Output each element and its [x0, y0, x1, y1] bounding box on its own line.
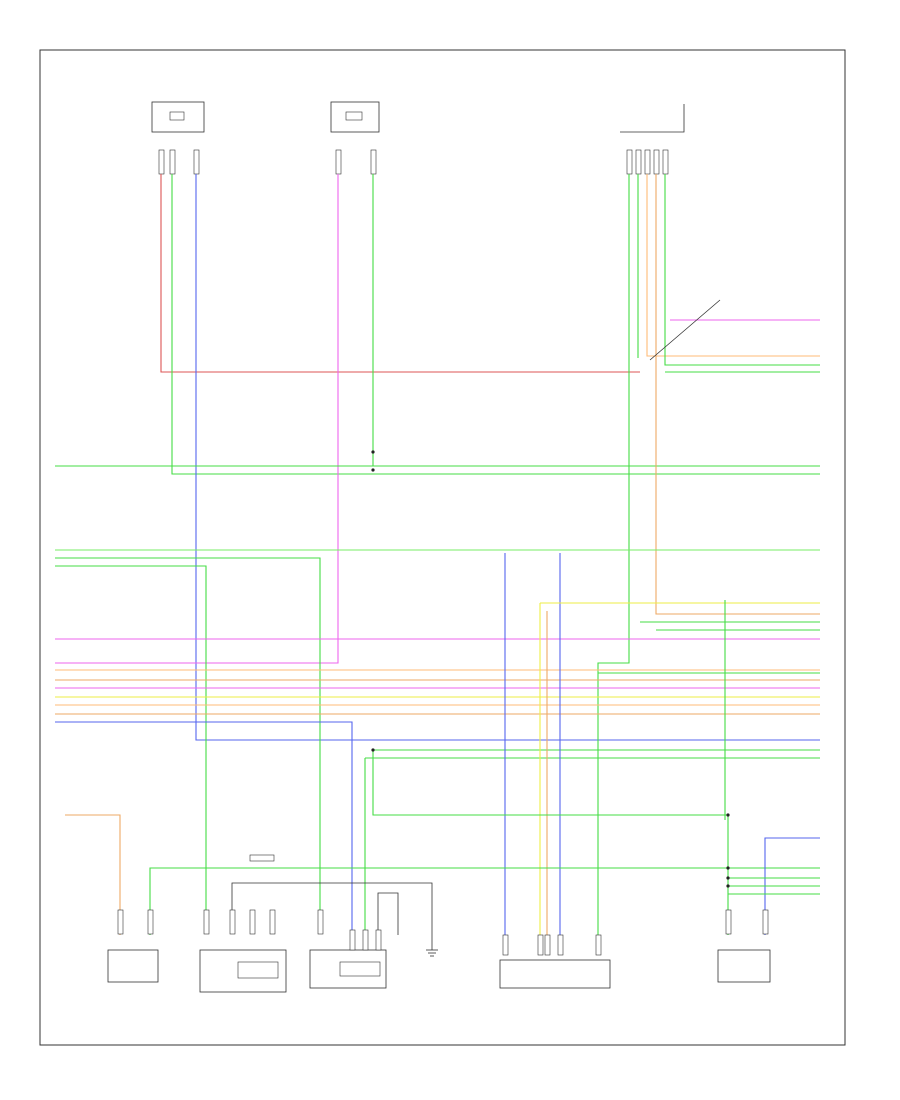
wire [171, 174, 820, 475]
component-bottom-3 [309, 949, 387, 989]
pin [169, 149, 176, 175]
component-top-mid [330, 101, 380, 133]
pin [117, 909, 124, 935]
pin [725, 909, 732, 935]
pin [662, 149, 669, 175]
splice-dot [726, 876, 730, 880]
pin [147, 909, 154, 935]
wire [597, 174, 630, 935]
note-a-leader [649, 299, 721, 361]
component-top-right-bracket [620, 104, 685, 133]
pin [544, 934, 551, 956]
component-bottom-2-inner [237, 961, 279, 979]
diagram-frame [39, 49, 846, 1046]
ground-bus-branch [377, 892, 399, 935]
wire [646, 174, 820, 357]
wire [195, 174, 820, 741]
wire [160, 174, 640, 373]
splice-points [371, 450, 730, 888]
component-top-left-inner [169, 111, 185, 121]
component-top-mid-inner [345, 111, 363, 121]
component-bottom-1-box [107, 949, 159, 983]
pin [317, 909, 324, 935]
pin [203, 909, 210, 935]
pin [557, 934, 564, 956]
pin [626, 149, 633, 175]
splice-dot [371, 468, 375, 472]
wire [55, 721, 353, 930]
pin [193, 149, 200, 175]
component-bottom-6-box [717, 949, 771, 983]
splice-dot [726, 813, 730, 817]
component-bottom-5 [499, 959, 611, 989]
pin [229, 909, 236, 935]
splice-dot [726, 866, 730, 870]
wire [65, 814, 121, 935]
top-connector-pins [158, 149, 669, 175]
component-bottom-6 [717, 949, 771, 983]
ground-bus [231, 882, 433, 935]
splice-dot [371, 450, 375, 454]
pin [635, 149, 642, 175]
wire [55, 174, 339, 664]
wire [764, 837, 820, 935]
pin [269, 909, 276, 935]
note-a [649, 299, 721, 361]
wire [664, 174, 820, 366]
component-top-right [620, 104, 685, 133]
pin [502, 934, 509, 956]
wire [655, 174, 820, 615]
ground-bus-line [231, 882, 433, 910]
wire [372, 750, 729, 935]
component-bottom-5-box [499, 959, 611, 989]
bottom-connector-pins [117, 909, 769, 956]
pin [362, 929, 369, 951]
component-bottom-4 [426, 910, 438, 957]
pin [653, 149, 660, 175]
pin [644, 149, 651, 175]
pin [249, 909, 256, 935]
component-top-left [151, 101, 205, 133]
splice-dot [726, 884, 730, 888]
wire [55, 565, 207, 910]
pin [349, 929, 356, 951]
pin [370, 149, 377, 175]
pin [158, 149, 165, 175]
wire [55, 557, 321, 910]
splice-dot [371, 748, 375, 752]
pin [762, 909, 769, 935]
component-bottom-2 [199, 854, 287, 993]
component-bottom-2-header-fuse [249, 854, 275, 862]
pin [375, 929, 382, 951]
pin [595, 934, 602, 956]
pin [537, 934, 544, 956]
pin [335, 149, 342, 175]
component-bottom-3-inner [339, 961, 381, 977]
wires [55, 174, 820, 935]
component-bottom-1 [107, 949, 159, 983]
component-top-left-box [151, 101, 205, 133]
